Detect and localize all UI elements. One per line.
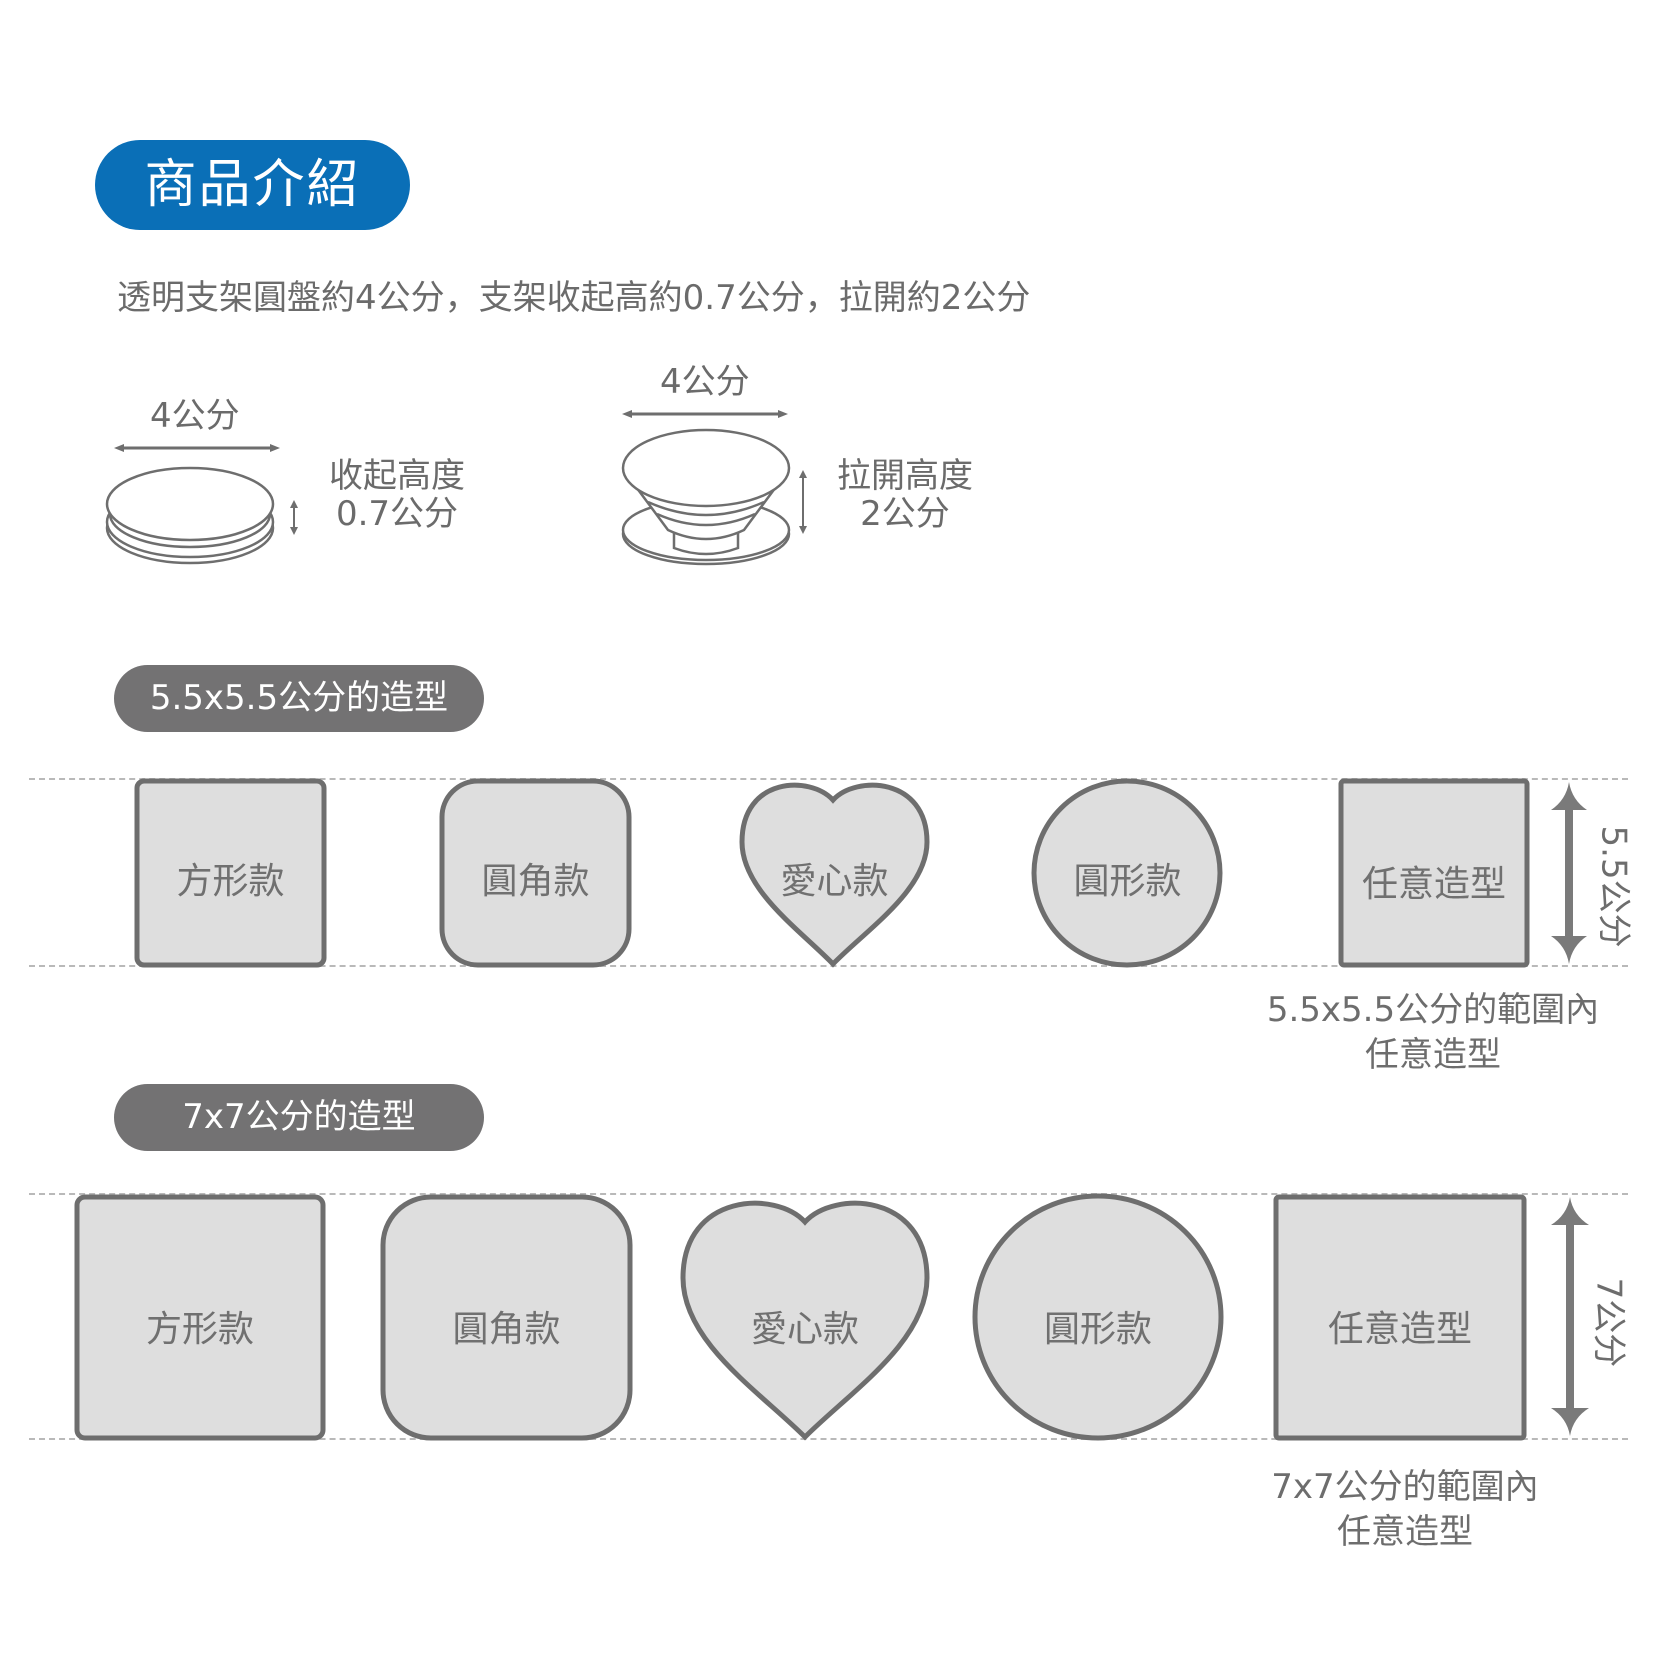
shape-label-heart: 愛心款 bbox=[780, 861, 889, 902]
rounded-square-shape bbox=[380, 1194, 633, 1441]
custom-shape bbox=[1338, 778, 1530, 968]
collapsed-height-value: 0.7公分 bbox=[335, 494, 459, 534]
collapsed-puck-icon bbox=[105, 466, 275, 565]
square-shape bbox=[134, 778, 327, 968]
caption-5-5-line1: 5.5x5.5公分的範圍內 bbox=[1266, 990, 1600, 1030]
width-arrow-icon bbox=[622, 410, 788, 418]
guide-line-top bbox=[29, 1193, 1628, 1195]
heart-shape bbox=[739, 782, 930, 968]
circle-shape bbox=[1031, 778, 1223, 968]
page-title: 商品介紹 bbox=[95, 140, 410, 230]
shape-label-rounded: 圓角款 bbox=[452, 1309, 561, 1350]
extended-height-arrow-icon bbox=[799, 470, 807, 534]
section-pill-7: 7x7公分的造型 bbox=[114, 1084, 484, 1151]
caption-7-line2: 任意造型 bbox=[1337, 1512, 1473, 1552]
guide-line-bottom bbox=[29, 1438, 1628, 1440]
custom-shape bbox=[1273, 1194, 1527, 1441]
circle-shape bbox=[972, 1193, 1224, 1441]
shape-label-circle: 圓形款 bbox=[1043, 1309, 1152, 1350]
square-shape bbox=[74, 1194, 326, 1441]
collapsed-height-arrow-icon bbox=[290, 500, 298, 535]
dimension-label-7: 7公分 bbox=[1588, 1277, 1629, 1368]
shape-label-square: 方形款 bbox=[176, 861, 285, 902]
shapes-row-5-5 bbox=[134, 778, 1530, 968]
caption-7-line1: 7x7公分的範圍內 bbox=[1271, 1467, 1539, 1507]
shape-label-custom: 任意造型 bbox=[1327, 1309, 1472, 1350]
shape-label-square: 方形款 bbox=[145, 1309, 254, 1350]
width-arrow-icon bbox=[114, 444, 280, 452]
shape-label-custom: 任意造型 bbox=[1361, 864, 1506, 905]
shape-label-circle: 圓形款 bbox=[1073, 861, 1182, 902]
intro-text: 透明支架圓盤約4公分，支架收起高約0.7公分，拉開約2公分 bbox=[117, 278, 1031, 318]
shape-label-rounded: 圓角款 bbox=[481, 861, 590, 902]
vertical-dimension-arrow-icon bbox=[1551, 1197, 1589, 1436]
guide-line-bottom bbox=[29, 965, 1628, 967]
dimension-label-5-5: 5.5公分 bbox=[1593, 825, 1634, 948]
shape-label-heart: 愛心款 bbox=[750, 1309, 859, 1350]
guide-line-top bbox=[29, 778, 1628, 780]
extended-width-label: 4公分 bbox=[660, 362, 750, 402]
extended-height-value: 2公分 bbox=[860, 494, 950, 534]
collapsed-height-title: 收起高度 bbox=[329, 456, 465, 496]
extended-height-title: 拉開高度 bbox=[837, 456, 973, 496]
rounded-square-shape bbox=[439, 778, 632, 968]
vertical-dimension-arrow-icon bbox=[1551, 782, 1587, 964]
section-pill-5-5: 5.5x5.5公分的造型 bbox=[114, 665, 484, 732]
collapsed-width-label: 4公分 bbox=[150, 396, 240, 436]
caption-5-5-line2: 任意造型 bbox=[1365, 1035, 1501, 1075]
heart-shape bbox=[680, 1200, 930, 1441]
extended-popper-icon bbox=[621, 428, 791, 566]
shapes-row-7 bbox=[74, 1193, 1527, 1441]
